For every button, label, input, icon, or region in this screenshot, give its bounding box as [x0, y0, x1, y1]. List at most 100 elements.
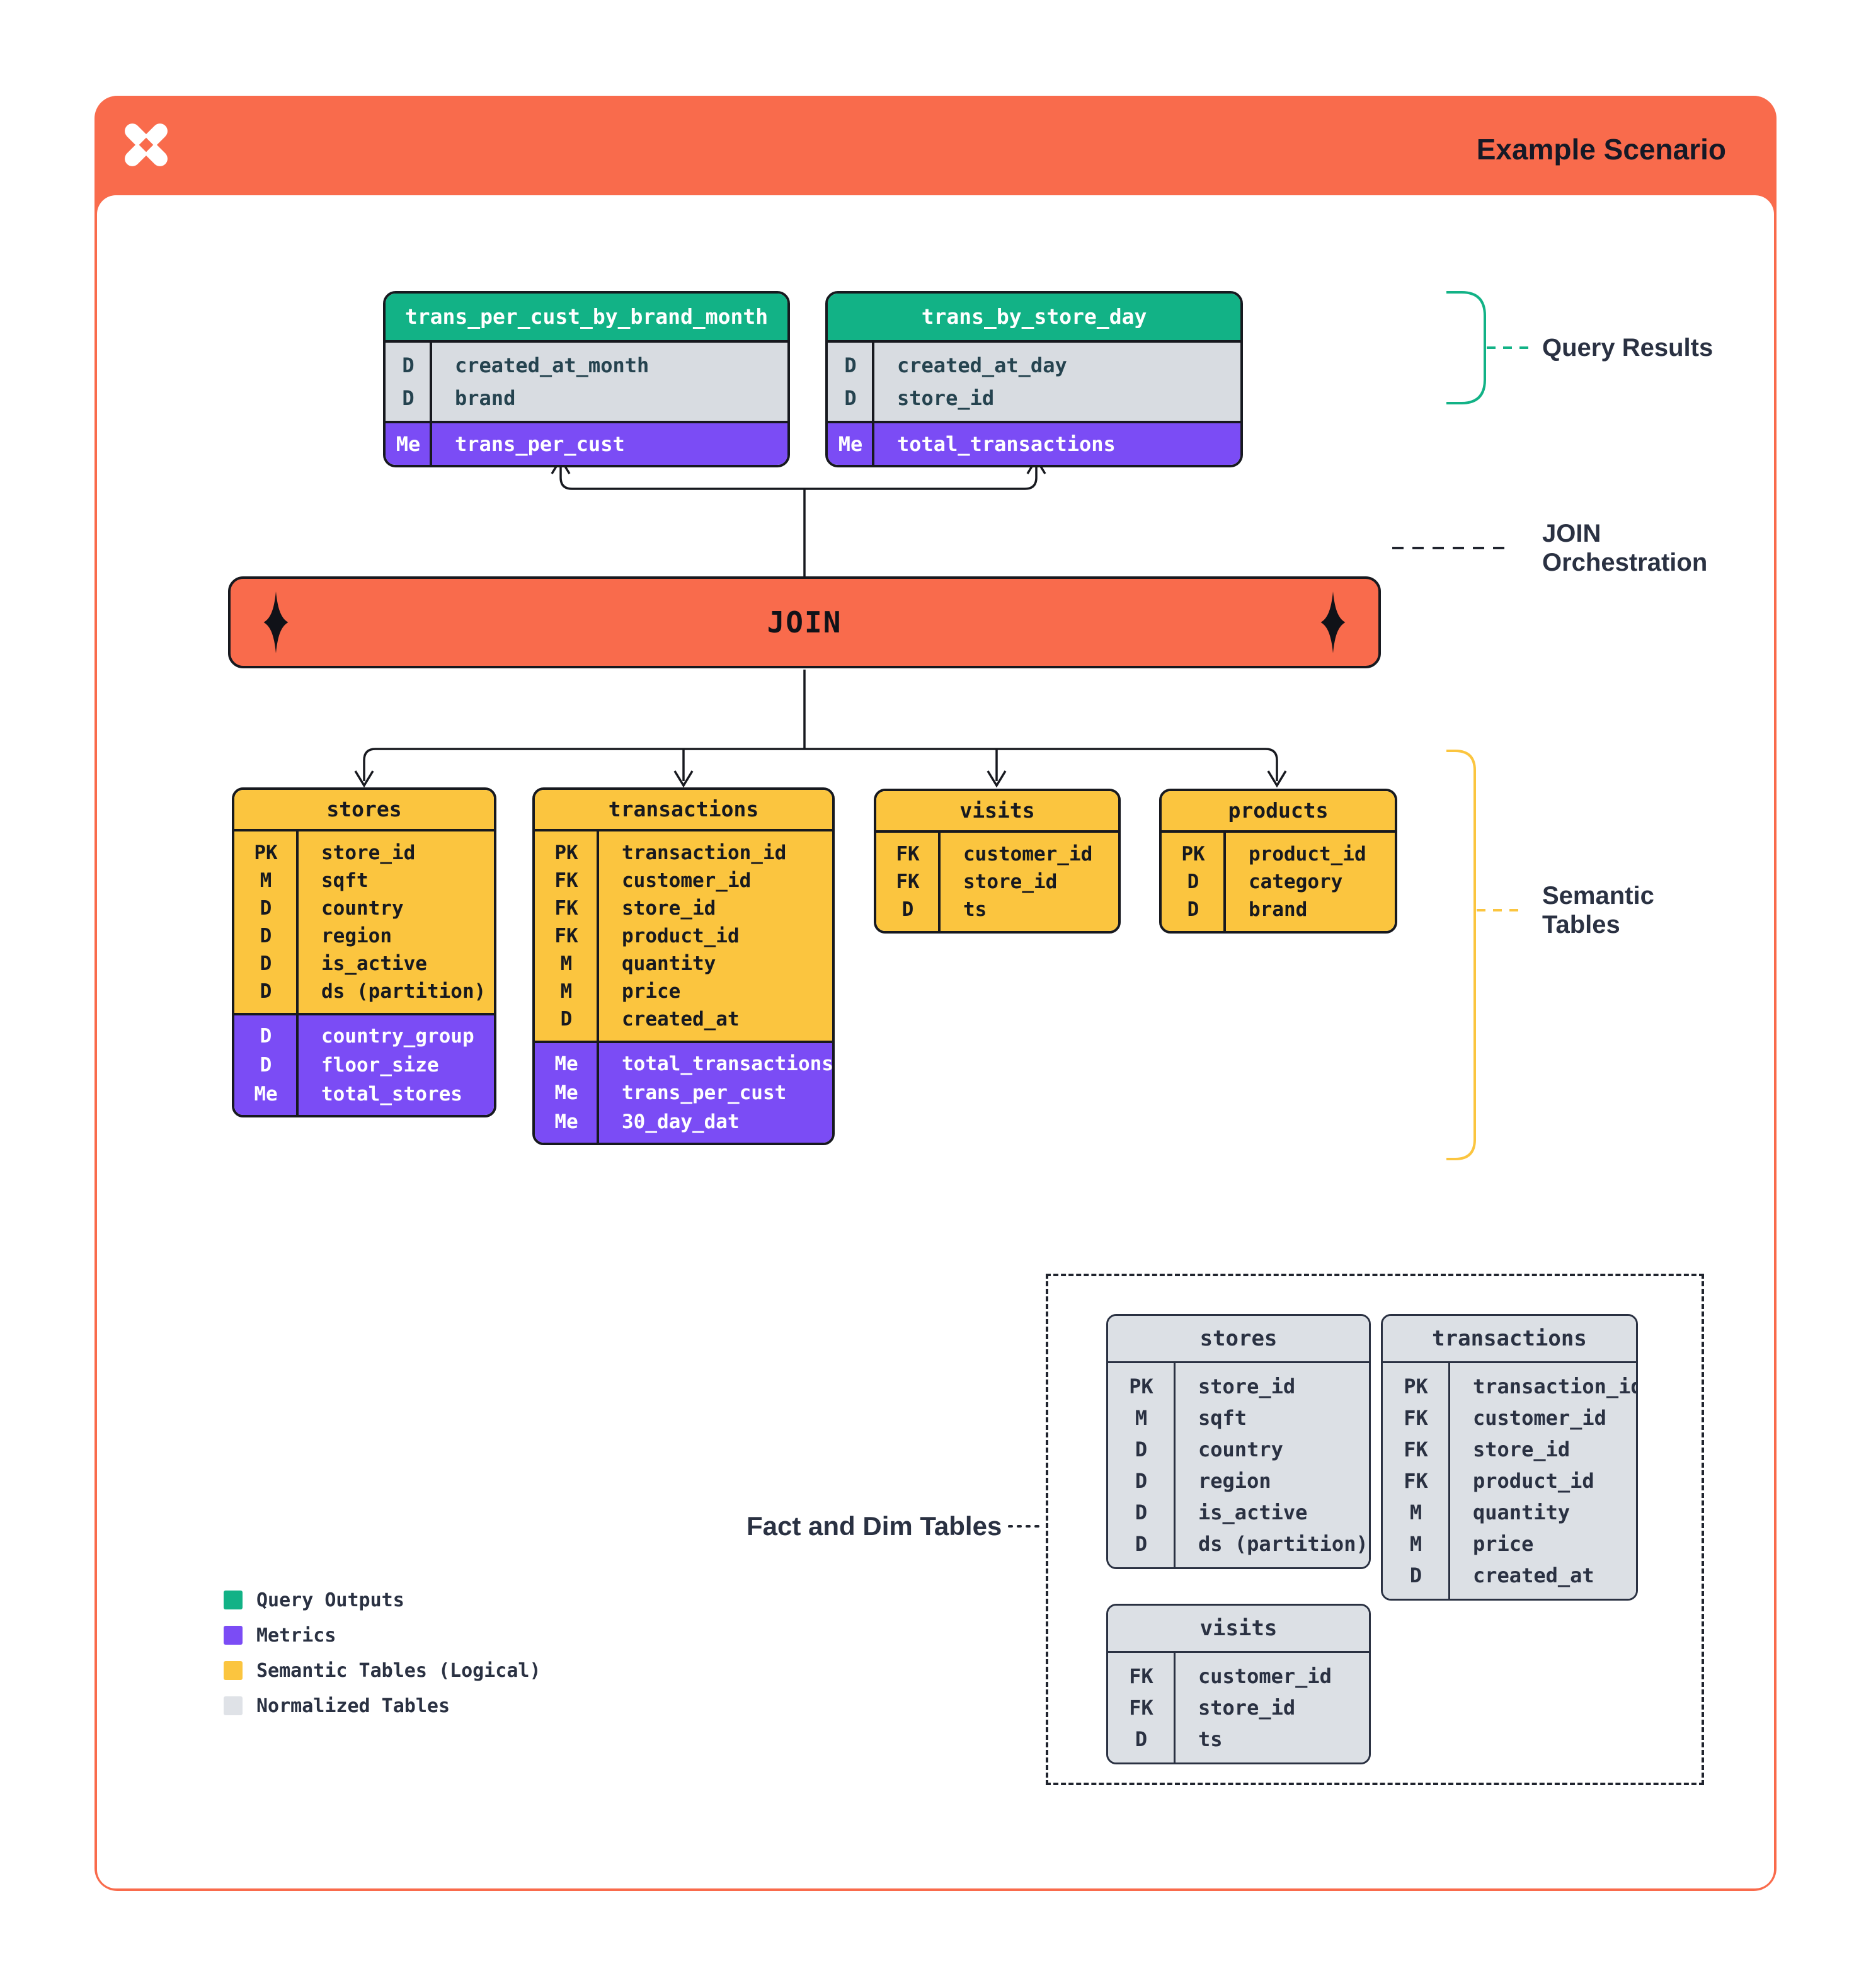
field-name: store_id	[1198, 1374, 1296, 1398]
field-name: store_id	[622, 897, 716, 920]
key-divider	[872, 343, 874, 465]
field-key: M	[560, 952, 573, 975]
key-divider	[296, 831, 299, 1115]
field-name: product_id	[1473, 1469, 1594, 1493]
table-title: stores	[234, 790, 494, 831]
field-key: FK	[1404, 1469, 1428, 1493]
field-name: total_stores	[321, 1083, 462, 1105]
field-key: D	[1187, 898, 1199, 921]
field-name: store_id	[963, 871, 1058, 893]
label-line: Orchestration	[1542, 549, 1708, 576]
field-key: D	[260, 897, 272, 920]
field-key: D	[402, 386, 415, 410]
field-name: is_active	[321, 952, 427, 975]
key-divider	[1448, 1363, 1450, 1599]
field-name: created_at	[622, 1008, 740, 1031]
field-name: total_transactions	[622, 1053, 833, 1075]
field-key: Me	[838, 432, 863, 456]
field-name: transaction_id	[1473, 1374, 1638, 1398]
yellow-swatch-icon	[224, 1661, 243, 1680]
field-key: M	[260, 869, 272, 892]
key-divider	[1223, 833, 1226, 931]
field-name: ds (partition)	[321, 980, 486, 1003]
field-key: D	[260, 1025, 272, 1048]
fact-dim-group-box	[1046, 1274, 1704, 1785]
table-title: trans_per_cust_by_brand_month	[386, 294, 787, 343]
field-name: sqft	[1198, 1406, 1247, 1430]
key-divider	[1173, 1363, 1176, 1567]
green-swatch-icon	[224, 1591, 243, 1609]
legend-label: Metrics	[256, 1624, 336, 1647]
field-key: FK	[554, 897, 578, 920]
field-key: D	[1135, 1469, 1148, 1493]
field-name: quantity	[622, 952, 716, 975]
table-title: transactions	[535, 790, 832, 831]
field-key: FK	[1404, 1406, 1428, 1430]
lightgray-swatch-icon	[224, 1696, 243, 1715]
field-name: store_id	[897, 386, 995, 410]
field-name: price	[1473, 1532, 1534, 1556]
card-header: Example Scenario	[94, 96, 1777, 213]
field-key: D	[260, 952, 272, 975]
field-name: price	[622, 980, 681, 1003]
legend-label: Semantic Tables (Logical)	[256, 1659, 541, 1682]
field-name: region	[321, 925, 392, 947]
legend-label: Normalized Tables	[256, 1694, 450, 1717]
sparkle-diamond-icon	[1320, 591, 1346, 653]
field-key: D	[1135, 1727, 1148, 1751]
field-key: FK	[554, 925, 578, 947]
field-name: transaction_id	[622, 842, 787, 864]
field-name: is_active	[1198, 1500, 1308, 1524]
key-divider	[938, 833, 941, 931]
field-key: D	[260, 925, 272, 947]
field-name: store_id	[321, 842, 416, 864]
card-title: Example Scenario	[1476, 133, 1726, 166]
field-key: M	[1409, 1500, 1422, 1524]
field-key: PK	[1404, 1374, 1428, 1398]
field-row: PK transaction_id	[1383, 1371, 1636, 1402]
field-key: FK	[1129, 1664, 1153, 1688]
field-name: country	[1198, 1437, 1283, 1461]
field-key: FK	[896, 843, 920, 865]
field-name: store_id	[1198, 1696, 1296, 1720]
field-key: Me	[254, 1083, 278, 1105]
table-title: stores	[1108, 1316, 1369, 1363]
field-key: D	[1135, 1500, 1148, 1524]
field-key: M	[560, 980, 573, 1003]
field-name: store_id	[1473, 1437, 1571, 1461]
legend-item: Semantic Tables (Logical)	[224, 1653, 541, 1688]
field-name: created_at_month	[455, 353, 649, 377]
pinwheel-x-logo-icon	[121, 120, 171, 170]
field-name: brand	[1249, 898, 1308, 921]
field-name: customer_id	[1198, 1664, 1332, 1688]
field-name: brand	[455, 386, 516, 410]
legend-item: Normalized Tables	[224, 1688, 541, 1723]
